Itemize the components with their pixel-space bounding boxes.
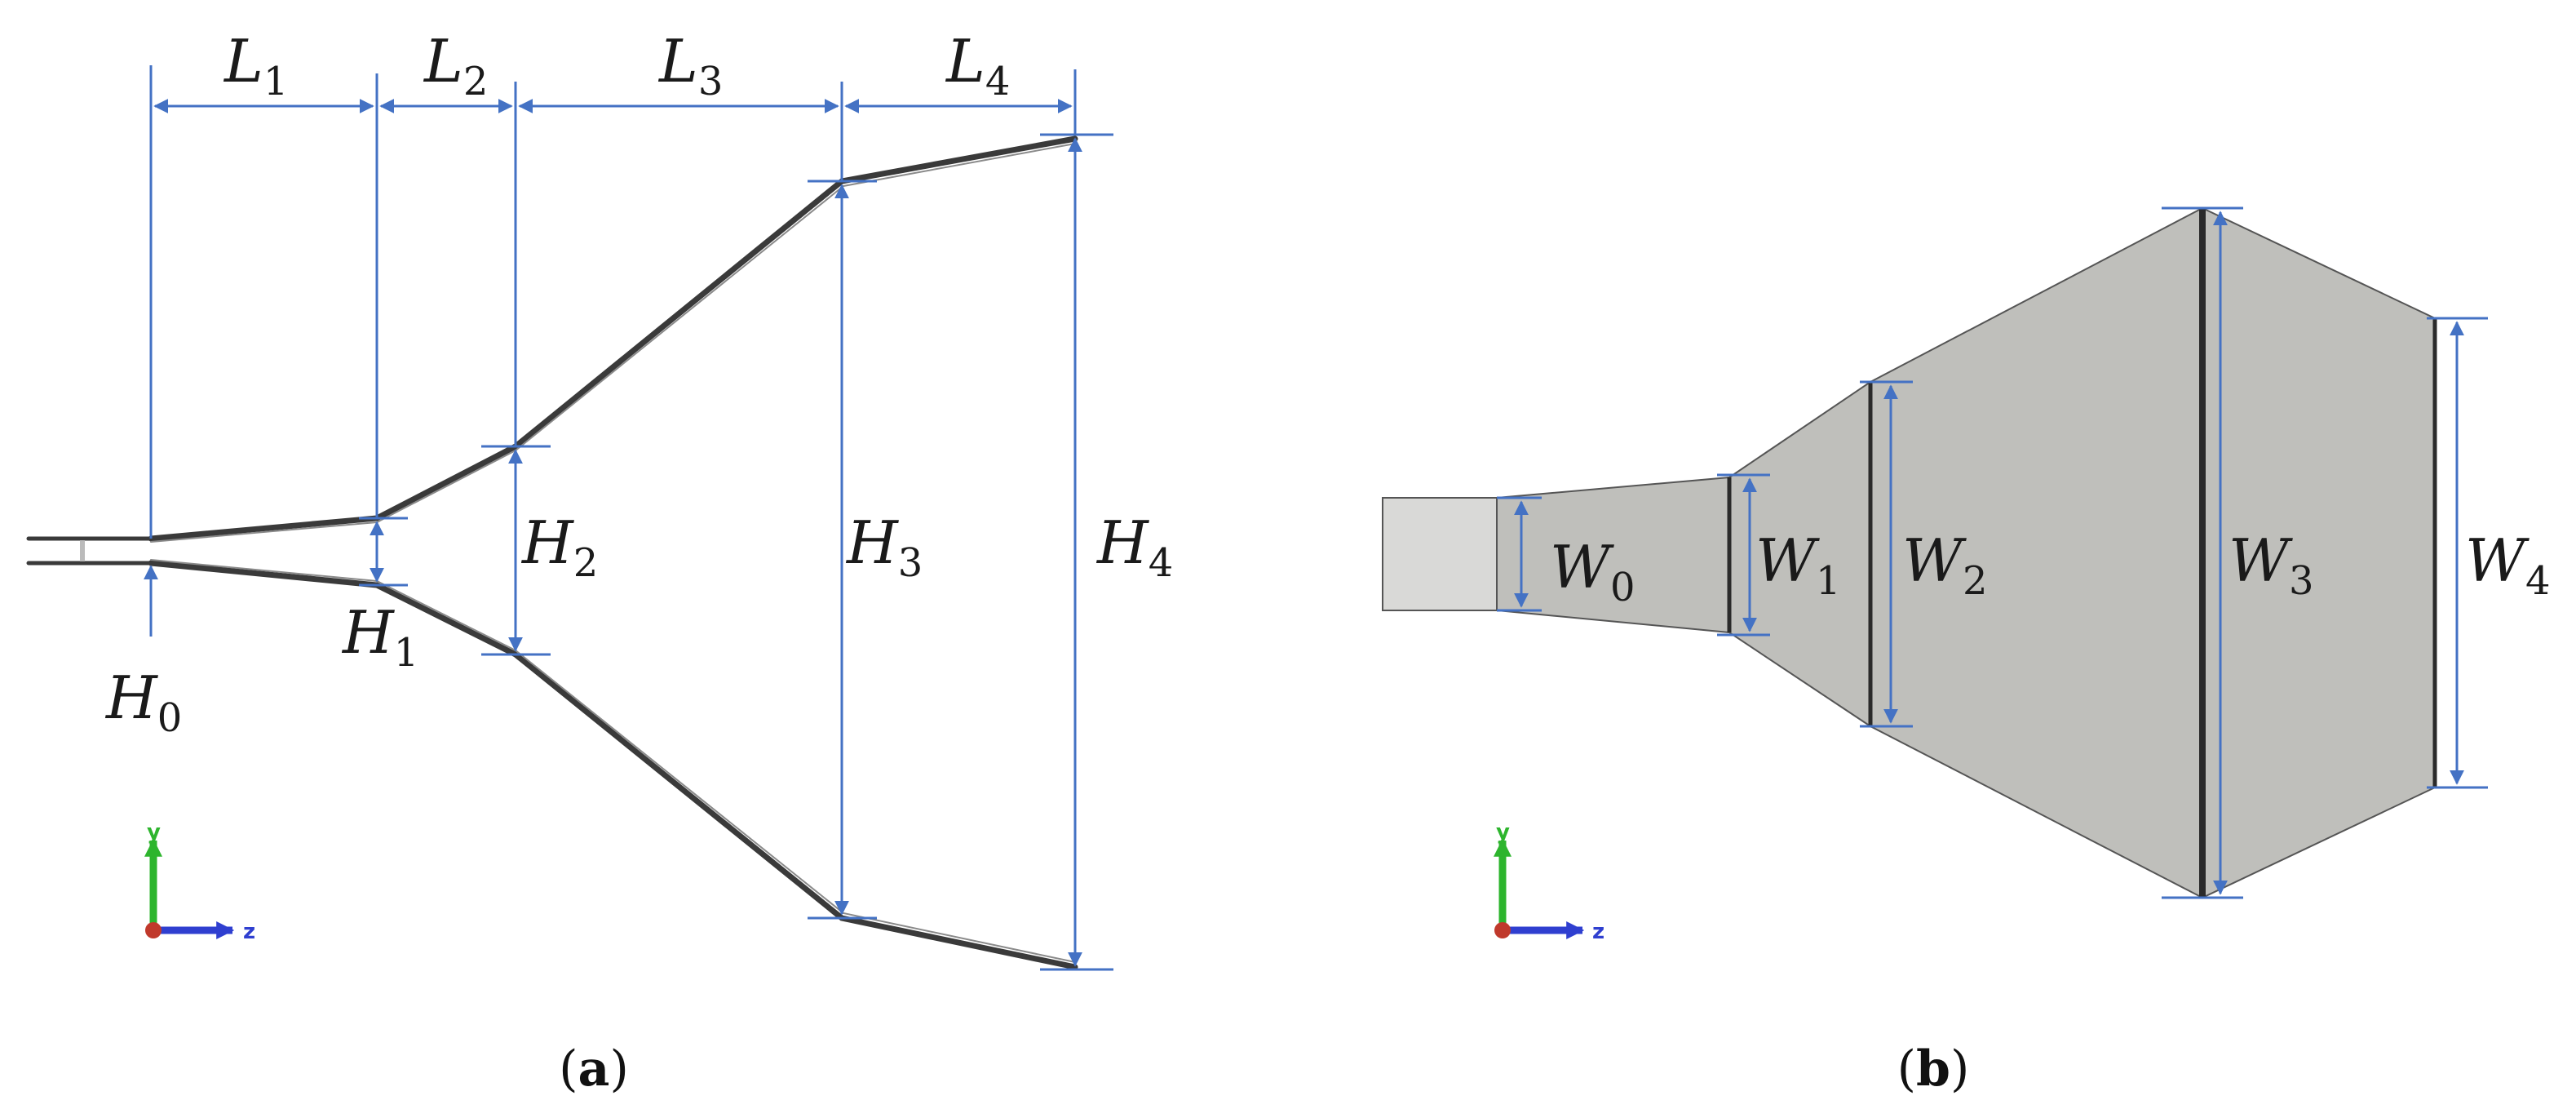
horn-upper-wall <box>148 135 1078 542</box>
feed-waveguide <box>1382 497 1498 611</box>
label-l3: L3 <box>657 27 723 104</box>
label-w2: W2 <box>1902 526 1988 604</box>
label-h1: H1 <box>341 598 418 676</box>
horn-top-profile <box>1382 206 2436 899</box>
axis-triad-a: y z <box>144 820 255 944</box>
label-w0: W0 <box>1550 533 1635 610</box>
label-w1: W1 <box>1755 526 1841 604</box>
label-h2: H2 <box>520 508 598 586</box>
panel-b-dimensions <box>1497 206 2488 899</box>
caption-a: (a) <box>559 1040 629 1098</box>
axis-origin-icon <box>145 922 162 938</box>
horn-lower-wall-inner <box>150 559 1076 963</box>
axis-y-label: y <box>147 820 161 845</box>
horn-lower-wall <box>148 560 1078 970</box>
axis-z-label: z <box>1592 920 1604 944</box>
panel-b-top-view: W0 W1 W2 W3 W4 y z (b) <box>1382 206 2551 1098</box>
label-l2: L2 <box>423 27 488 104</box>
label-l1: L1 <box>223 27 288 104</box>
label-h0: H0 <box>104 663 182 741</box>
label-l4: L4 <box>945 27 1010 104</box>
panel-a-side-view: L1 L2 L3 L4 H0 H1 H2 H3 H4 y z (a) <box>26 27 1173 1098</box>
feed-flange <box>80 540 85 561</box>
label-h4: H4 <box>1095 508 1173 586</box>
section-dividers <box>1727 208 2437 898</box>
axis-triad-b: y z <box>1494 820 1604 944</box>
axis-z-label: z <box>243 920 255 944</box>
caption-b: (b) <box>1897 1040 1970 1098</box>
label-w4: W4 <box>2465 526 2551 604</box>
label-h3: H3 <box>845 508 923 586</box>
panel-a-dimensions <box>144 65 1113 971</box>
axis-origin-icon <box>1494 922 1511 938</box>
label-w3: W3 <box>2229 526 2314 604</box>
axis-y-label: y <box>1496 820 1510 845</box>
horn-upper-wall-inner <box>150 143 1076 543</box>
